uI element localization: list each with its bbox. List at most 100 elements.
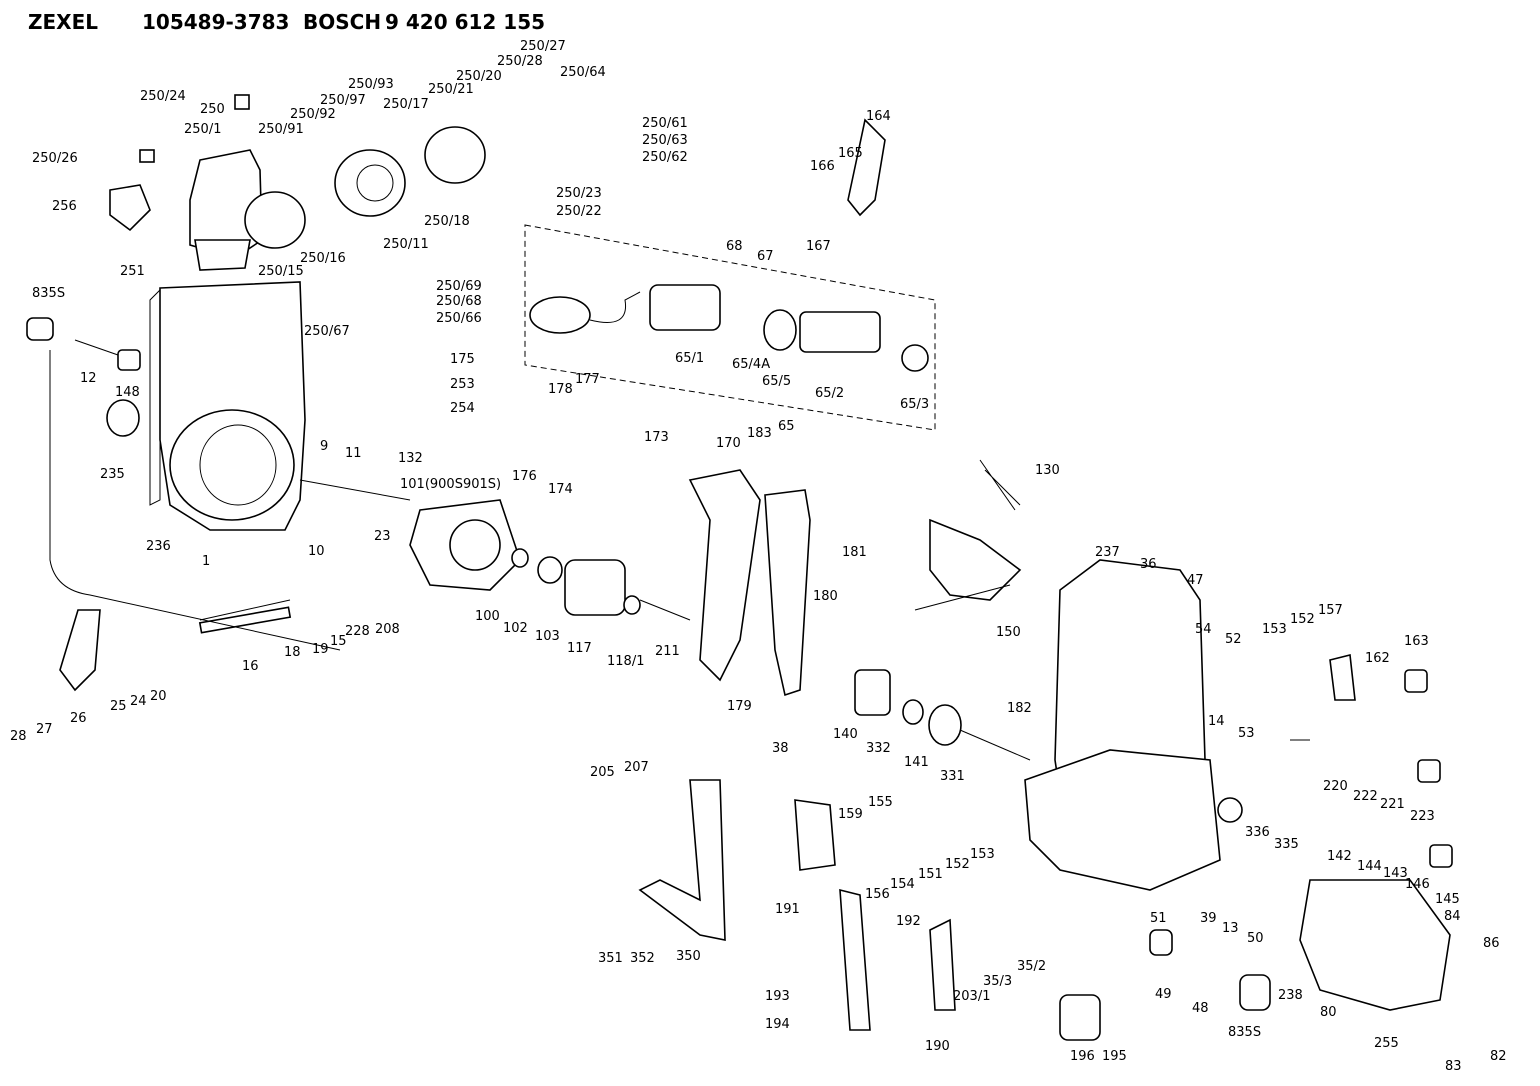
part-label: 180 [813, 589, 838, 604]
part-label: 142 [1327, 849, 1352, 864]
part-label: 65/2 [815, 386, 844, 401]
part-label: 177 [575, 372, 600, 387]
part-label: 250/26 [32, 151, 78, 166]
part-label: 250/28 [497, 54, 543, 69]
part-label: 170 [716, 436, 741, 451]
part-label: 164 [866, 109, 891, 124]
drawing-layer [26, 94, 1453, 1041]
part-label: 103 [535, 629, 560, 644]
part-label: 250/22 [556, 204, 602, 219]
part-label: 250 [200, 102, 225, 117]
part-label: 835S [32, 286, 65, 301]
part-label: 196 [1070, 1049, 1095, 1064]
part-label: 141 [904, 755, 929, 770]
part-label: 250/23 [556, 186, 602, 201]
part-label: 13 [1222, 921, 1239, 936]
part-label: 250/92 [290, 107, 336, 122]
labels-layer: 250/24 250 250/1 250/26 256 250/91 250/9… [10, 39, 1507, 1074]
part-label: 18 [284, 645, 301, 660]
part-label: 144 [1357, 859, 1382, 874]
part-label: 118/1 [607, 654, 644, 669]
part-label: 68 [726, 239, 743, 254]
part-label: 38 [772, 741, 789, 756]
part-label: 15 [330, 634, 347, 649]
part-label: 143 [1383, 866, 1408, 881]
part-label: 152 [1290, 612, 1315, 627]
part-label: 250/15 [258, 264, 304, 279]
part-label: 65 [778, 419, 795, 434]
part-label: 335 [1274, 837, 1299, 852]
part-label: 190 [925, 1039, 950, 1054]
part-label: 205 [590, 765, 615, 780]
part-label: 154 [890, 877, 915, 892]
part-label: 25 [110, 699, 127, 714]
part-label: 65/1 [675, 351, 704, 366]
part-label: 152 [945, 857, 970, 872]
part-label: 250/93 [348, 77, 394, 92]
part-label: 132 [398, 451, 423, 466]
part-label: 236 [146, 539, 171, 554]
part-label: 48 [1192, 1001, 1209, 1016]
part-label: 183 [747, 426, 772, 441]
part-label: 179 [727, 699, 752, 714]
header-part-number: 105489-3783 [142, 10, 290, 34]
part-label: 47 [1187, 573, 1204, 588]
part-label: 223 [1410, 809, 1435, 824]
part-label: 11 [345, 446, 362, 461]
part-label: 250/69 [436, 279, 482, 294]
part-label: 220 [1323, 779, 1348, 794]
part-label: 153 [1262, 622, 1287, 637]
part-label: 28 [10, 729, 27, 744]
part-label: 191 [775, 902, 800, 917]
part-label: 16 [242, 659, 259, 674]
header-bosch-number: 9 420 612 155 [385, 10, 546, 34]
part-label: 250/91 [258, 122, 304, 137]
part-label: 67 [757, 249, 774, 264]
part-label: 140 [833, 727, 858, 742]
header-brand-zexel: ZEXEL [28, 10, 98, 34]
part-label: 148 [115, 385, 140, 400]
part-label: 250/66 [436, 311, 482, 326]
part-label: 193 [765, 989, 790, 1004]
part-label: 156 [865, 887, 890, 902]
part-label: 157 [1318, 603, 1343, 618]
part-label: 250/24 [140, 89, 186, 104]
part-label: 102 [503, 621, 528, 636]
part-label: 208 [375, 622, 400, 637]
part-label: 250/68 [436, 294, 482, 309]
part-label: 250/21 [428, 82, 474, 97]
part-label: 83 [1445, 1059, 1462, 1074]
part-label: 54 [1195, 622, 1212, 637]
part-label: 65/4A [732, 357, 770, 372]
part-label: 100 [475, 609, 500, 624]
part-label: 20 [150, 689, 167, 704]
part-label: 12 [80, 371, 97, 386]
part-label: 332 [866, 741, 891, 756]
part-label: 254 [450, 401, 475, 416]
part-label: 192 [896, 914, 921, 929]
part-label: 65/3 [900, 397, 929, 412]
part-label: 84 [1444, 909, 1461, 924]
part-label: 250/17 [383, 97, 429, 112]
part-label: 182 [1007, 701, 1032, 716]
part-label: 155 [868, 795, 893, 810]
part-label: 174 [548, 482, 573, 497]
part-label: 250/67 [304, 324, 350, 339]
part-label: 1 [202, 554, 210, 569]
part-label: 255 [1374, 1036, 1399, 1051]
part-label: 19 [312, 642, 329, 657]
part-label: 251 [120, 264, 145, 279]
part-label: 130 [1035, 463, 1060, 478]
part-label: 153 [970, 847, 995, 862]
part-label: 222 [1353, 789, 1378, 804]
part-label: 26 [70, 711, 87, 726]
part-label: 352 [630, 951, 655, 966]
part-label: 35/2 [1017, 959, 1046, 974]
part-label: 65/5 [762, 374, 791, 389]
part-label: 23 [374, 529, 391, 544]
part-label: 146 [1405, 877, 1430, 892]
part-label: 207 [624, 760, 649, 775]
part-label: 27 [36, 722, 53, 737]
part-label: 235 [100, 467, 125, 482]
part-label: 228 [345, 624, 370, 639]
